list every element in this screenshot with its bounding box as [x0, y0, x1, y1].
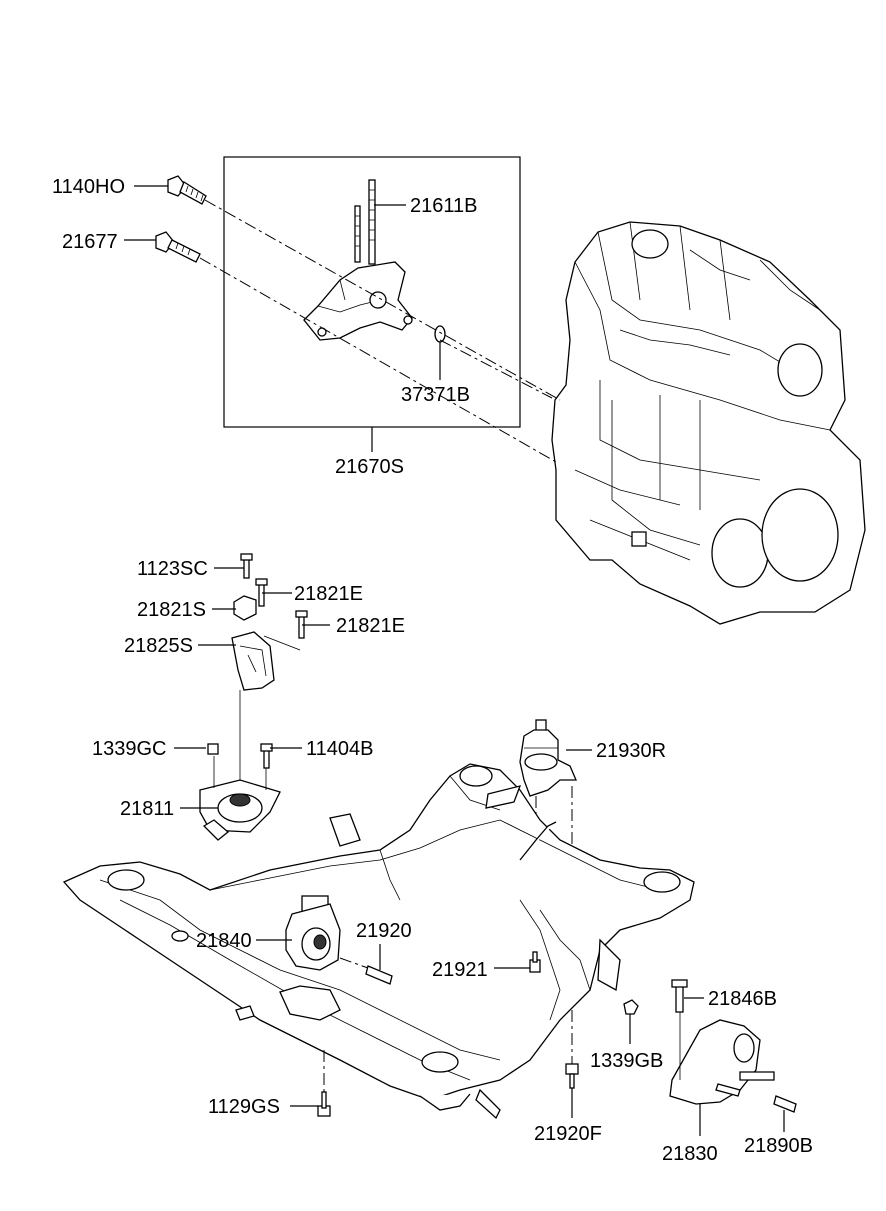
nut-1339GB	[623, 999, 639, 1015]
callout-21670S: 21670S	[335, 456, 404, 478]
bolt-1129GS	[317, 1050, 331, 1117]
front-subframe	[62, 763, 695, 1120]
callout-labels: 1140HO 21677 21611B 37371B 21670S 1123SC…	[52, 176, 813, 1165]
callout-21840: 21840	[196, 930, 252, 952]
bolt-1140HO	[167, 175, 207, 205]
callout-1339GC: 1339GC	[92, 738, 167, 760]
callout-21821S: 21821S	[137, 599, 206, 621]
callout-21921: 21921	[432, 959, 488, 981]
callout-1123SC: 1123SC	[137, 558, 208, 580]
mount-bracket-assembly-box	[223, 156, 521, 452]
mount-21811	[199, 743, 281, 841]
callout-1339GB: 1339GB	[590, 1050, 663, 1072]
callout-21811: 21811	[120, 798, 174, 820]
leader-lines	[124, 185, 785, 1136]
callout-11404B: 11404B	[306, 738, 373, 760]
callout-21825S: 21825S	[124, 635, 193, 657]
callout-21677: 21677	[62, 231, 118, 253]
bolt-21677	[155, 231, 201, 263]
callout-21890B: 21890B	[744, 1135, 813, 1157]
callout-21846B: 21846B	[708, 988, 777, 1010]
upper-bracket-stack	[231, 553, 308, 780]
callout-21830: 21830	[662, 1143, 718, 1165]
callout-21920F: 21920F	[534, 1123, 602, 1145]
callout-21920: 21920	[356, 920, 412, 942]
callout-1140HO: 1140HO	[52, 176, 125, 198]
callout-37371B: 37371B	[401, 384, 470, 406]
callout-21611B: 21611B	[410, 195, 477, 217]
callout-21821E-a: 21821E	[294, 583, 363, 605]
callout-1129GS: 1129GS	[208, 1096, 280, 1118]
engine-block	[551, 221, 866, 625]
mount-21830	[669, 979, 797, 1113]
bolt-21920F	[565, 1010, 579, 1089]
callout-21930R: 21930R	[596, 740, 666, 762]
bolt-21921	[529, 951, 541, 973]
mount-21840	[285, 895, 393, 985]
callout-21821E-b: 21821E	[336, 615, 405, 637]
